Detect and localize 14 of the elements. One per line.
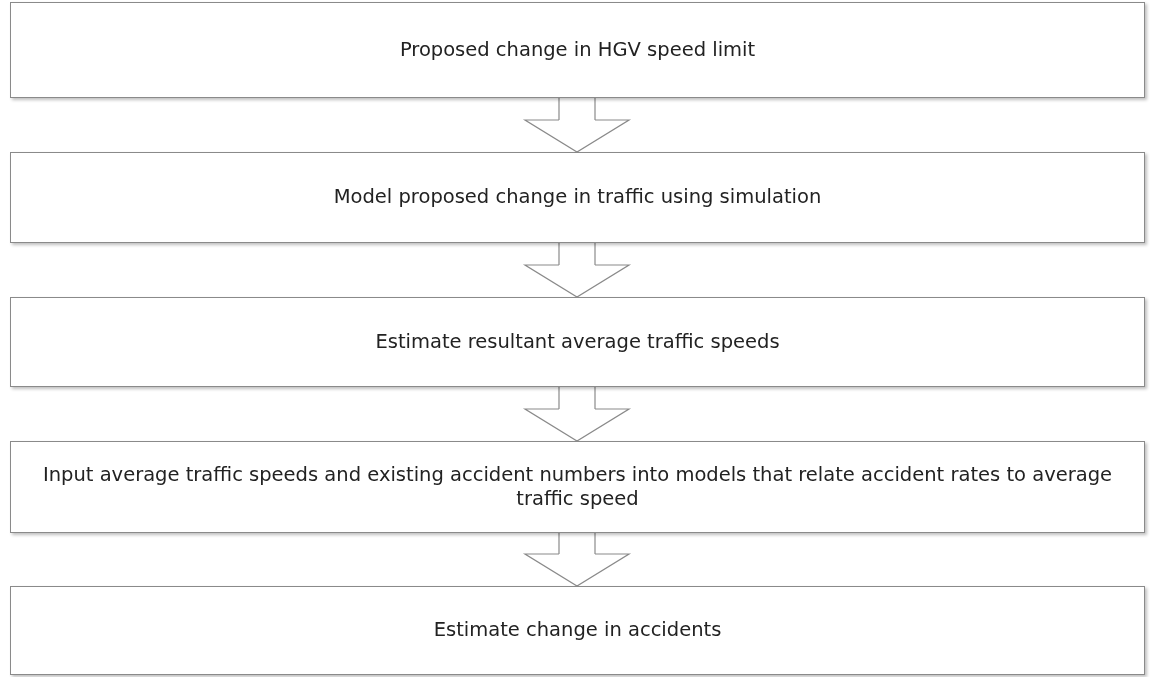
process-box [10,441,1145,533]
process-box [10,586,1145,675]
step-text: Input average traffic speeds and existing accident numbers into models that relate accident rates to average traffic speed [41,462,1114,512]
step-text: Model proposed change in traffic using simulation [332,185,823,210]
block-arrow [524,242,630,298]
block-arrow [524,532,630,587]
step-text: Estimate resultant average traffic speeds [374,329,781,355]
process-box [10,2,1145,98]
step-text: Proposed change in HGV speed limit [398,37,757,63]
process-box [10,297,1145,387]
block-arrow [524,97,630,153]
step-text: Estimate change in accidents [432,618,723,643]
block-arrow [524,386,630,442]
process-box [10,152,1145,243]
